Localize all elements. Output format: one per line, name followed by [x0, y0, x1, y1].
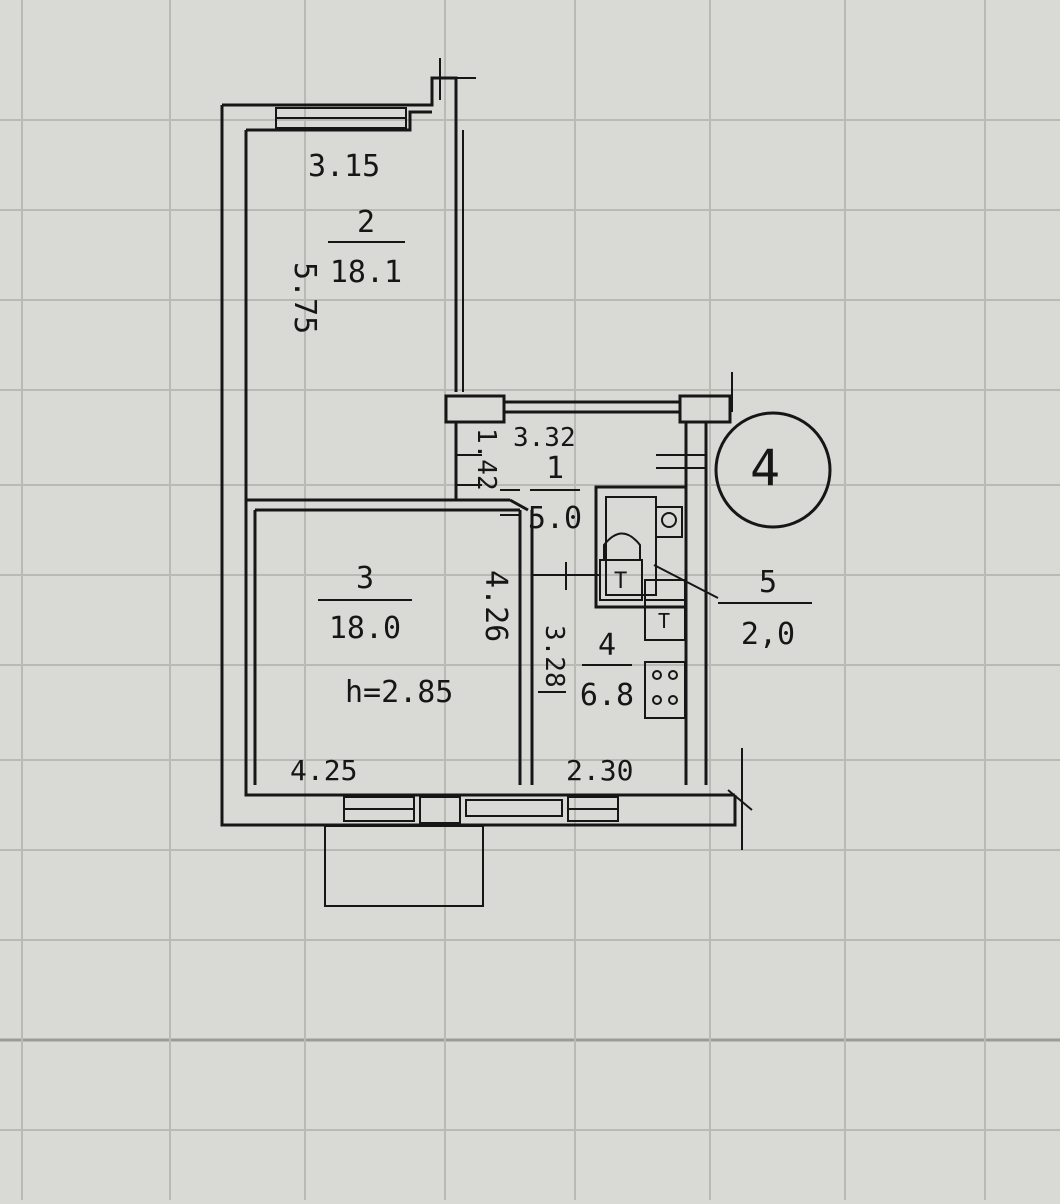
fixture-mark-sink: T [658, 609, 670, 633]
dim-hall-depth: 1.42 [471, 428, 501, 491]
ceiling-height: h=2.85 [345, 675, 453, 710]
room-number-5: 5 [759, 565, 777, 600]
interior-walls [246, 372, 733, 785]
dim-room2-width: 3.15 [308, 149, 380, 184]
dim-room3-width: 4.25 [290, 754, 357, 787]
dimension-ticks [456, 454, 719, 693]
room-number-3: 3 [356, 561, 374, 596]
room-number-4: 4 [598, 628, 616, 663]
room-number-1: 1 [546, 451, 564, 486]
room-area-2: 18.1 [330, 255, 402, 290]
room-number-2: 2 [357, 205, 375, 240]
apartment-number: 4 [750, 439, 780, 497]
balcony-door [419, 796, 461, 824]
dim-room2-length: 5.75 [287, 262, 322, 334]
room-area-3: 18.0 [329, 611, 401, 646]
bathroom-block [594, 485, 688, 641]
dim-kitchen-depth: 3.28 [539, 625, 569, 688]
room-area-1: 5.0 [528, 501, 582, 536]
room-area-5: 2,0 [741, 617, 795, 652]
dim-hall-width: 3.32 [513, 423, 576, 453]
bottom-wall [324, 748, 753, 907]
apartment-number-marker: 4 [714, 411, 832, 529]
stove [644, 661, 686, 719]
toilet-fixture [655, 506, 683, 538]
fixture-mark-bath: T [614, 569, 627, 594]
dim-kitchen-width: 2.30 [566, 754, 633, 787]
dim-room3-depth: 4.26 [478, 570, 513, 642]
balcony [324, 825, 484, 907]
room-area-4: 6.8 [580, 678, 634, 713]
